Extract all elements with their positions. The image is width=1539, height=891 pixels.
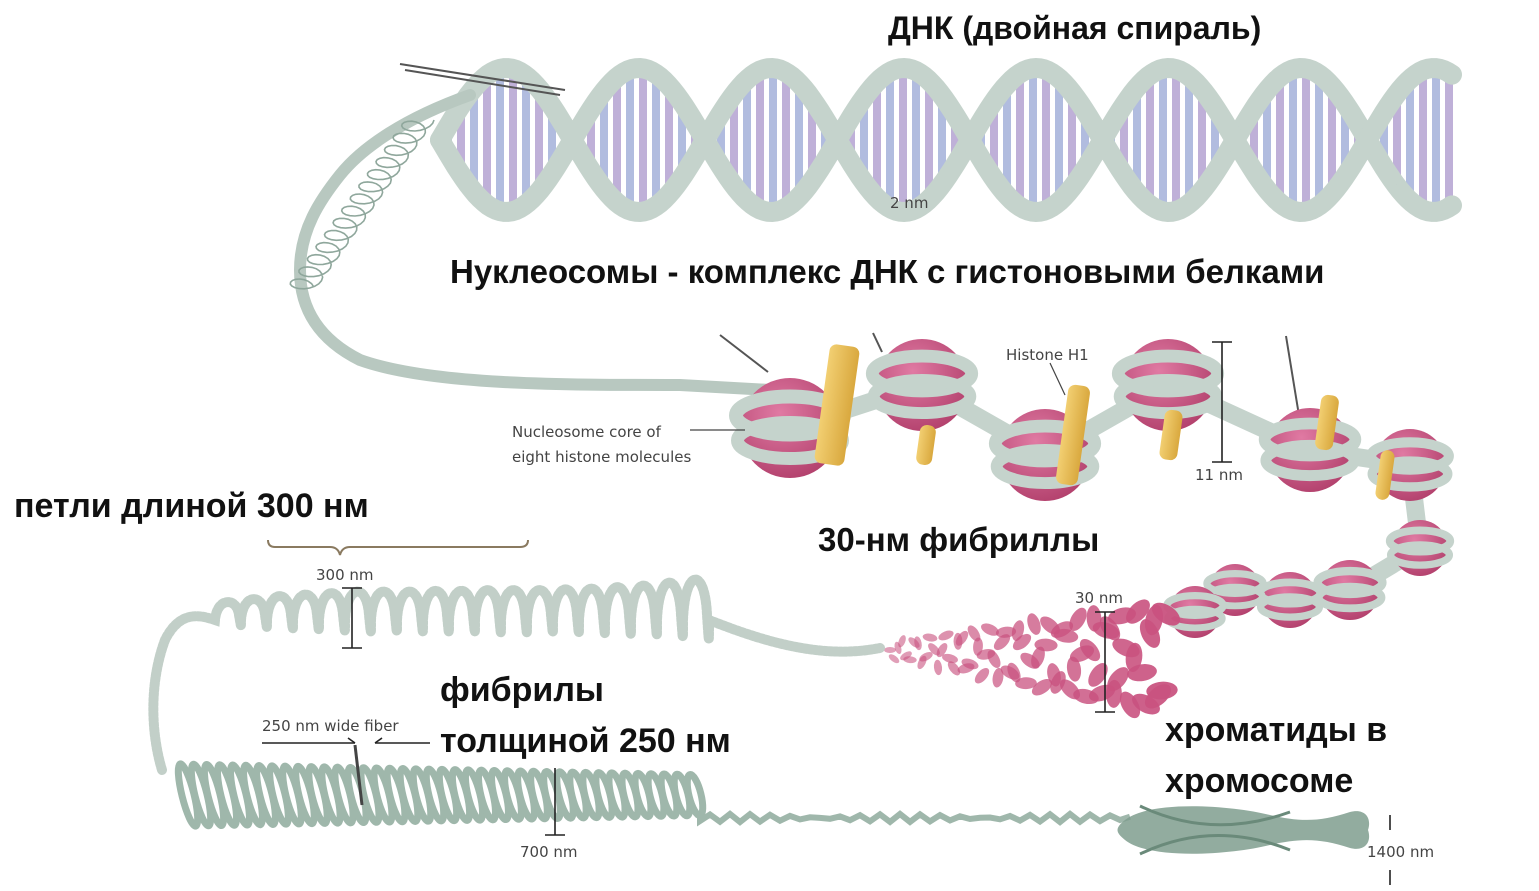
- chromosome: [1118, 806, 1370, 854]
- coil-tail: [700, 814, 1130, 822]
- label-chromosome-width: 1400 nm: [1367, 843, 1434, 861]
- label-loop-length: 300 nm: [316, 566, 374, 584]
- fiber30-bead: [887, 653, 901, 665]
- title-loops: петли длиной 300 нм: [14, 487, 369, 526]
- fiber30-bead: [1025, 612, 1043, 637]
- title-nucleosomes: Нуклеосомы - комплекс ДНК с гистоновыми …: [450, 253, 1324, 291]
- title-dna: ДНК (двойная спираль): [888, 10, 1261, 47]
- label-core-line1: Nucleosome core of: [512, 423, 661, 441]
- fiber30-bead: [884, 647, 896, 653]
- label-histone-h1: Histone H1: [1006, 346, 1089, 364]
- label-dna-width: 2 nm: [890, 194, 928, 212]
- fiber-30nm: [884, 595, 1184, 721]
- title-fibrils250-line2: толщиной 250 нм: [440, 722, 731, 761]
- fiber30-bead: [913, 636, 923, 651]
- fiber30-bead: [937, 629, 955, 643]
- label-nucleosome-width: 11 nm: [1195, 466, 1243, 484]
- title-fibrils30: 30-нм фибриллы: [818, 521, 1099, 559]
- label-fiber30-width: 30 nm: [1075, 589, 1123, 607]
- title-fibrils250-line1: фибрилы: [440, 671, 604, 710]
- label-coil-width: 700 nm: [520, 843, 578, 861]
- label-fiber250: 250 nm wide fiber: [262, 717, 399, 735]
- title-chromatids-line2: хромосоме: [1165, 762, 1353, 801]
- title-chromatids-line1: хроматиды в: [1165, 711, 1387, 750]
- label-core-line2: eight histone molecules: [512, 448, 691, 466]
- fiber30-bead: [922, 632, 938, 642]
- dna-double-helix: [440, 68, 1452, 212]
- coiled-fiber-250nm: [174, 762, 1130, 827]
- fiber30-bead: [933, 659, 943, 675]
